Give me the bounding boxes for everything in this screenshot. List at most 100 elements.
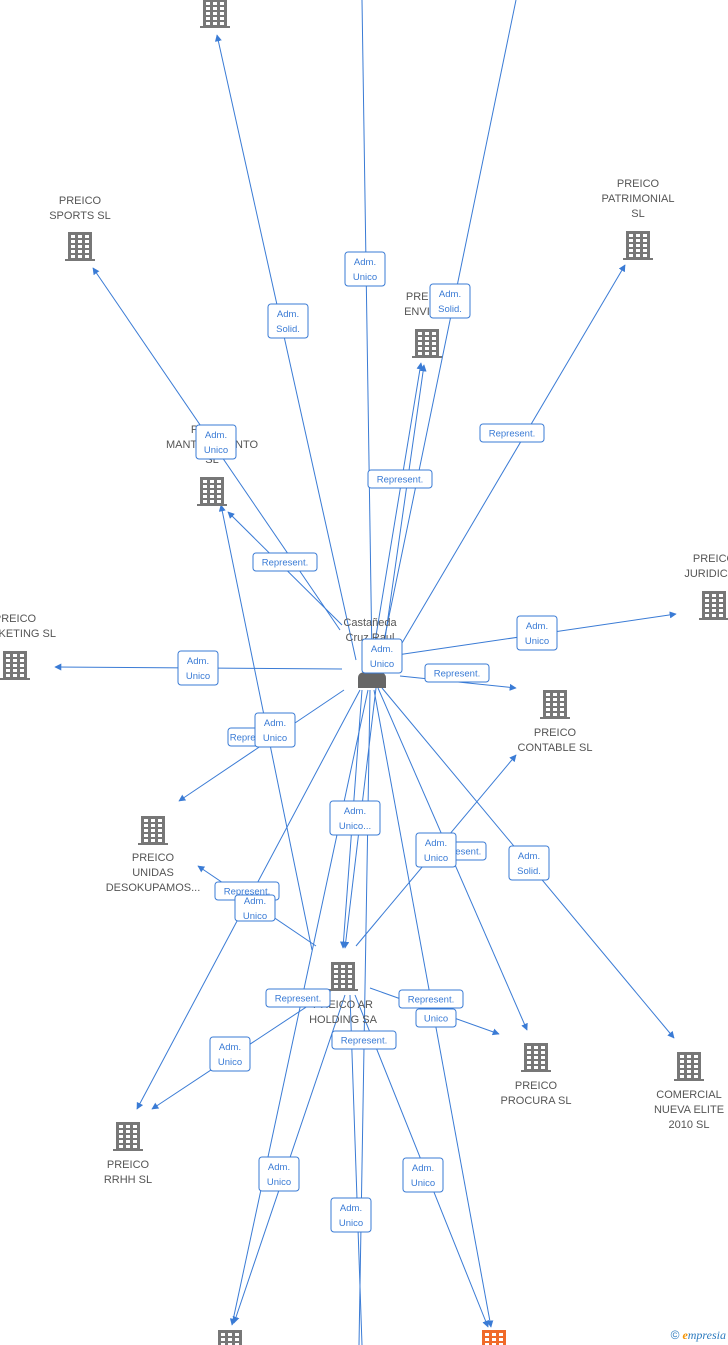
company-node-juridicos[interactable]: PREICOJURIDICOS	[684, 553, 728, 620]
relation-text: Adm.	[187, 656, 209, 667]
relation-label[interactable]: Adm. Unico	[415, 832, 457, 868]
relation-label[interactable]: Unico	[415, 1008, 457, 1028]
relation-label[interactable]: Represent.	[265, 988, 331, 1008]
relation-text: Adm.	[439, 289, 461, 300]
relation-label[interactable]: Represent.	[331, 1030, 397, 1050]
relation-label[interactable]: Adm.Unico	[209, 1036, 251, 1072]
relation-edge	[391, 264, 626, 661]
person-icon	[358, 672, 386, 688]
relation-label[interactable]: Adm. Solid.	[429, 283, 471, 319]
building-icon	[0, 651, 30, 680]
relation-label[interactable]: Represent.	[367, 469, 433, 489]
relation-label[interactable]: Adm. Solid.	[508, 845, 550, 881]
relation-edge	[361, 0, 373, 661]
relation-text: Adm.	[205, 430, 227, 441]
relation-text: Adm.	[268, 1162, 290, 1173]
building-icon	[197, 477, 227, 506]
relation-label[interactable]: Represent.	[424, 663, 490, 683]
relation-text: Unico	[339, 1218, 363, 1229]
relation-text: Represent.	[434, 669, 480, 680]
relation-text: Unico	[218, 1057, 242, 1068]
relation-text: Unico	[353, 272, 377, 283]
relation-text: Adm.	[344, 806, 366, 817]
relation-text: Represent.	[262, 558, 308, 569]
relation-label[interactable]: Represent.	[398, 989, 464, 1009]
relation-text: Represent.	[408, 995, 454, 1006]
building-icon	[328, 962, 358, 991]
company-label: PREICOMARKETING SL	[0, 613, 56, 640]
company-node-bottom1[interactable]	[215, 1330, 245, 1345]
relation-label[interactable]: Represent.	[479, 423, 545, 443]
relation-text: Unico	[243, 911, 267, 922]
relation-text: Solid.	[438, 304, 462, 315]
building-icon	[138, 816, 168, 845]
relation-text: Adm.	[425, 838, 447, 849]
building-icon	[540, 690, 570, 719]
relation-text: Adm.	[277, 309, 299, 320]
relation-text: Adm.	[371, 644, 393, 655]
relation-text: Represent.	[275, 994, 321, 1005]
relation-edge	[371, 362, 424, 661]
company-node-top[interactable]	[200, 0, 230, 28]
relation-text: Unico	[370, 659, 394, 670]
relation-label[interactable]: Adm. Unico	[195, 424, 237, 460]
relation-label[interactable]: Represent.	[252, 552, 318, 572]
building-icon	[200, 0, 230, 28]
relation-text: Unico	[525, 636, 549, 647]
building-icon	[521, 1043, 551, 1072]
relation-edge	[214, 34, 357, 661]
relation-text: Adm.	[354, 257, 376, 268]
relation-text: Represent.	[377, 475, 423, 486]
relation-label[interactable]: Adm.Unico	[516, 615, 558, 651]
relation-label[interactable]: Adm. Solid.	[267, 303, 309, 339]
relation-label[interactable]: Adm. Unico	[402, 1157, 444, 1193]
relation-text: Adm.	[244, 896, 266, 907]
relation-label[interactable]: Adm. Unico	[254, 712, 296, 748]
relation-text: Unico	[263, 733, 287, 744]
relation-label[interactable]: Adm. Unico	[361, 638, 403, 674]
relation-label[interactable]: Adm. Unico	[344, 251, 386, 287]
relation-text: Represent.	[435, 847, 481, 858]
relation-text: Repres...	[230, 733, 269, 744]
relation-text: Unico	[424, 1014, 448, 1025]
relation-label[interactable]: Adm.Unico	[258, 1156, 300, 1192]
building-icon	[113, 1122, 143, 1151]
company-node-bottom2[interactable]	[479, 1330, 509, 1345]
building-icon	[65, 232, 95, 261]
building-icon	[412, 329, 442, 358]
relation-text: Solid.	[517, 866, 541, 877]
relation-text: Unico	[186, 671, 210, 682]
relation-text: Unico	[424, 853, 448, 864]
relation-label[interactable]: Adm. Unico	[177, 650, 219, 686]
company-node-marketing[interactable]: PREICOMARKETING SL	[0, 613, 56, 680]
company-label: PREICOJURIDICOS	[684, 553, 728, 580]
relation-labels-layer: Adm.Solid.Adm.UnicoAdm.Solid.Represent.A…	[177, 251, 558, 1233]
relation-text: Represent.	[224, 887, 270, 898]
relation-text: Represent.	[489, 429, 535, 440]
relation-text: Unico...	[339, 821, 371, 832]
relation-edge	[349, 994, 363, 1345]
relation-text: Adm.	[264, 718, 286, 729]
relation-text: Adm.	[518, 851, 540, 862]
relation-label[interactable]: Adm.Unico	[330, 1197, 372, 1233]
relation-text: Adm.	[412, 1163, 434, 1174]
relation-text: Solid.	[276, 324, 300, 335]
relation-text: Unico	[411, 1178, 435, 1189]
relation-text: Unico	[204, 445, 228, 456]
relation-label[interactable]: Adm. Unico...	[329, 800, 381, 836]
relation-label[interactable]: Adm. Unico	[234, 894, 276, 922]
